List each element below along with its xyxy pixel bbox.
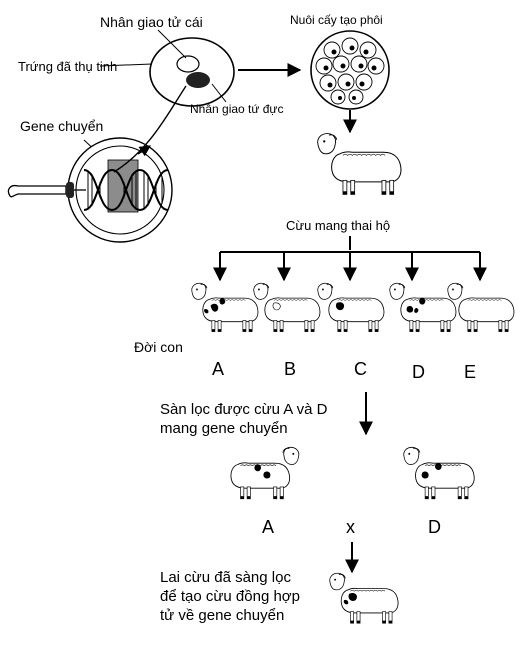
offspring-sheep-c [317,282,385,333]
microinjection [7,137,173,243]
parent-letter-d: D [428,517,441,537]
cross-symbol: x [346,517,355,537]
injection-arrow [137,145,151,157]
parent-letter-a: A [262,517,274,537]
offspring-letter-e: E [464,362,476,382]
offspring-tree [213,236,487,282]
offspring-sheep-d [389,282,457,333]
selection-label-line2: mang gene chuyển [160,420,288,437]
embryo-culture-label: Nuôi cấy tạo phôi [290,13,383,27]
homozygous-sheep [329,572,399,624]
offspring-letter-d: D [412,362,425,382]
final-label-line3: tử về gene chuyển [160,607,284,624]
female-nucleus-pointer [157,29,187,59]
offspring-letter-b: B [284,359,296,379]
egg-pointer [99,63,153,67]
parent-sheep-d [403,446,475,500]
parent-sheep-a [230,446,300,500]
offspring-letter-c: C [354,359,367,379]
female-nucleus-label: Nhân giao tử cái [100,14,203,30]
offspring-sheep-a [191,282,259,333]
final-label-line2: để tạo cừu đồng hợp [160,588,300,605]
offspring-sheep-b [253,282,321,333]
male-nucleus-pointer [211,83,227,103]
fertilized-egg [149,37,235,107]
offspring-label: Đời con [134,339,183,355]
selection-label-line1: Sàn lọc được cừu A và D [160,401,328,418]
surrogate-sheep [317,133,402,195]
offspring-sheep-e [447,282,515,333]
transgene-label: Gene chuyển [20,118,103,134]
offspring-letter-a: A [212,359,224,379]
male-nucleus-shape [186,72,210,88]
male-nucleus-label: Nhân giao tứ đực [190,102,283,116]
female-nucleus-shape [176,55,200,73]
fertilized-egg-label: Trứng đã thụ tinh [18,59,117,74]
final-label-line1: Lai cừu đã sàng lọc [160,569,291,586]
surrogate-label: Cừu mang thai hộ [286,218,390,233]
embryo-culture [310,30,390,110]
injection-path [113,85,187,173]
